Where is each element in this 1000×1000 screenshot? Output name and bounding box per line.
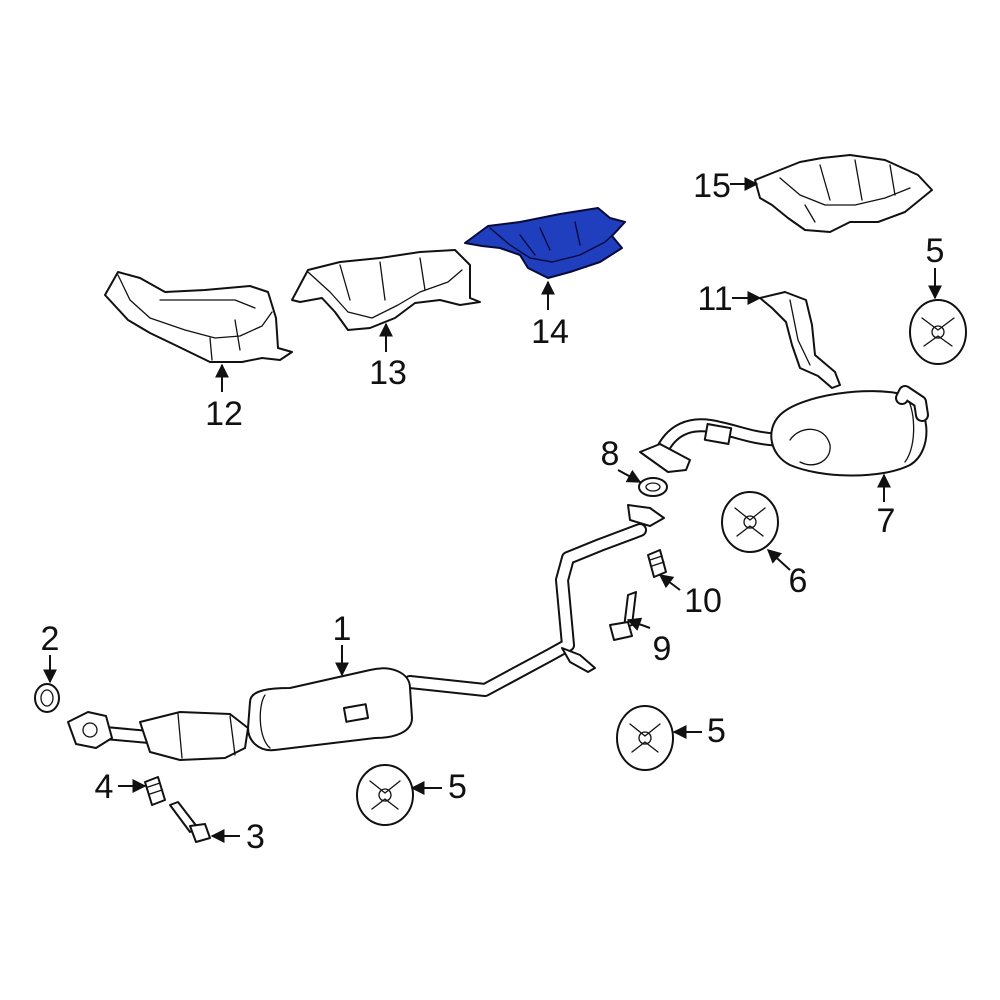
callout-7: 7 — [877, 502, 896, 540]
callout-10: 10 — [684, 582, 722, 620]
callout-5-mid: 5 — [707, 712, 726, 750]
callout-13: 13 — [369, 354, 407, 392]
callout-11: 11 — [697, 280, 732, 318]
callout-6: 6 — [789, 562, 808, 600]
callout-4: 4 — [95, 768, 114, 806]
gasket-rear[interactable] — [638, 477, 668, 497]
callout-5-bottom: 5 — [448, 768, 467, 806]
bolt-flange[interactable] — [609, 591, 637, 641]
callout-9: 9 — [653, 630, 672, 668]
bracket[interactable] — [759, 291, 845, 409]
heat-shield-center[interactable] — [291, 249, 481, 331]
callout-3: 3 — [246, 818, 265, 856]
hanger-insulator-top[interactable] — [909, 299, 967, 365]
hanger-insulator-bottom[interactable] — [356, 764, 414, 826]
gasket-front[interactable] — [34, 683, 60, 713]
callout-12: 12 — [205, 395, 243, 433]
callout-5-top: 5 — [926, 232, 945, 270]
callout-8: 8 — [601, 435, 620, 473]
callout-2: 2 — [41, 620, 60, 658]
callout-14: 14 — [531, 313, 569, 351]
callout-15: 15 — [693, 167, 731, 205]
heat-shield-rear-highlighted[interactable] — [464, 207, 626, 279]
muffler[interactable] — [639, 385, 929, 477]
heat-shield-front[interactable] — [104, 271, 293, 363]
spring-stud[interactable] — [647, 549, 667, 578]
callout-1: 1 — [333, 610, 352, 648]
exhaust-pipe-assembly[interactable] — [67, 504, 665, 761]
leader-lines — [43, 177, 942, 843]
stud[interactable] — [144, 776, 166, 806]
bolt[interactable] — [169, 801, 211, 843]
heat-shield-rear[interactable] — [754, 154, 933, 233]
hanger-insulator[interactable] — [721, 491, 779, 553]
callout-labels: 1 2 3 4 5 5 5 6 7 8 9 10 11 12 13 14 15 — [41, 167, 945, 856]
hanger-insulator-mid[interactable] — [616, 705, 674, 771]
